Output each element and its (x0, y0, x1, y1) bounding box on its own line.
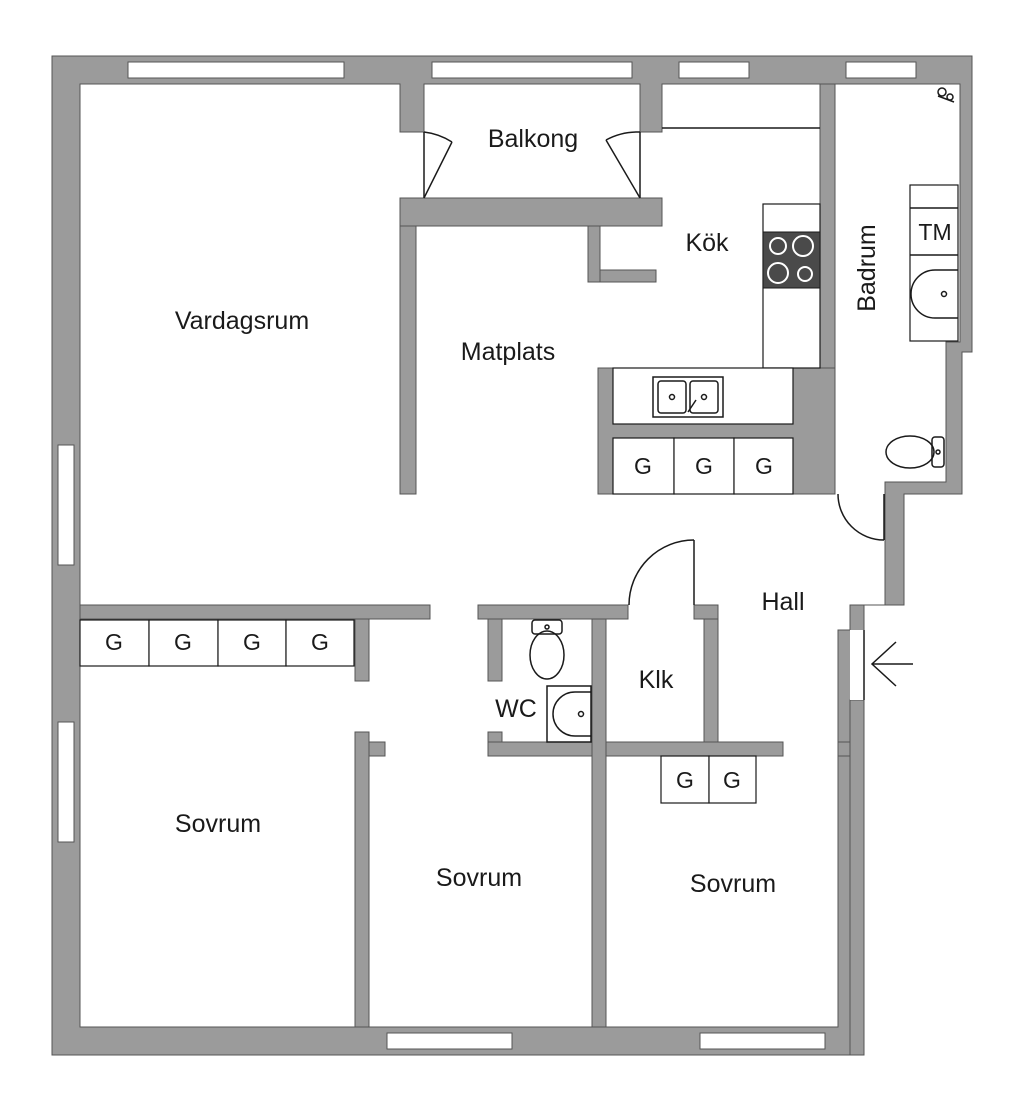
wall-balcony-south (399, 197, 663, 227)
room-label-wc: WC (495, 695, 537, 723)
room-label-bathroom: Badrum (853, 224, 881, 312)
washer-label: TM (918, 219, 951, 245)
window (127, 61, 345, 79)
room-label-bedroom-2: Sovrum (436, 864, 522, 892)
balcony-doors (423, 131, 641, 199)
wall-living-dining (399, 225, 417, 495)
wall-kitchen-stub-2 (599, 269, 657, 283)
window (678, 61, 750, 79)
wall-wc-klk (591, 618, 607, 1028)
bedroom-closets: G G (660, 755, 757, 804)
bathroom-door (837, 493, 885, 541)
wall-klk-right-v (703, 618, 719, 743)
closet-label: G (174, 629, 192, 655)
room-label-bedroom-3: Sovrum (690, 870, 776, 898)
closet-label: G (243, 629, 261, 655)
closet-label: G (105, 629, 123, 655)
klk-door (628, 539, 695, 606)
window (57, 444, 75, 566)
bath-sink-icon (910, 269, 958, 319)
wall-bedroom-1-2-stub (368, 741, 386, 757)
window (57, 721, 75, 843)
wall-klk-right (693, 604, 719, 620)
arrow-left-icon (870, 641, 913, 687)
kitchen-closets: G G G (612, 437, 794, 495)
window (431, 61, 633, 79)
living-closets: G G G G (79, 619, 355, 667)
wall-entry-lower (849, 699, 865, 1056)
closet-label: G (634, 453, 652, 479)
window (845, 61, 917, 79)
room-label-kitchen: Kök (685, 229, 729, 257)
shower-icon (937, 87, 955, 103)
closet-label: G (723, 767, 741, 793)
room-label-hall: Hall (761, 588, 804, 616)
closet-label: G (311, 629, 329, 655)
wall-wc-bottom (487, 741, 784, 757)
room-label-dining-area: Matplats (461, 338, 555, 366)
windows (57, 61, 917, 1050)
wall-living-bedroom (79, 604, 431, 620)
toilet-icon (885, 435, 945, 469)
room-label-walk-in-closet: Klk (639, 666, 674, 694)
room-label-balcony: Balkong (488, 125, 578, 153)
room-label-bedroom-1: Sovrum (175, 810, 261, 838)
wall-wc-left (487, 618, 503, 682)
closet-label: G (676, 767, 694, 793)
stove-burners (767, 235, 814, 284)
wc-sink-icon (546, 685, 592, 743)
closet-label: G (755, 453, 773, 479)
wall-kitchen-stub (587, 225, 601, 283)
wc-toilet-icon (529, 619, 565, 680)
washer-cabinet (909, 184, 959, 342)
window (386, 1032, 513, 1050)
wall-wc-top (477, 604, 629, 620)
closet-label: G (695, 453, 713, 479)
entrance-opening (850, 630, 864, 700)
wall-bedroom-1-2 (354, 731, 370, 1028)
kitchen-sink-icon (652, 376, 724, 418)
outer-wall (51, 55, 973, 1056)
wall-closet-end (354, 618, 370, 682)
window (699, 1032, 826, 1050)
room-label-living-room: Vardagsrum (175, 307, 309, 335)
